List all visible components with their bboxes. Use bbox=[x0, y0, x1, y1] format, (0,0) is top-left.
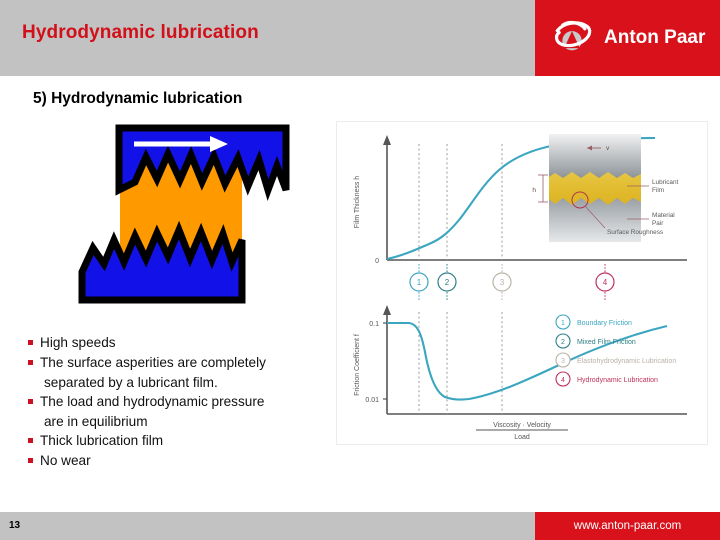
lower-surface-body bbox=[78, 220, 246, 304]
list-item: The load and hydrodynamic pressure are i… bbox=[28, 392, 333, 431]
y-axis-arrow-icon bbox=[383, 305, 391, 315]
inset-callout-lubricant-film: Lubricant bbox=[652, 179, 679, 186]
list-item-label: High speeds bbox=[40, 335, 116, 350]
inset-callout-material-pair: Material bbox=[652, 212, 675, 219]
page-number: 13 bbox=[9, 520, 21, 531]
svg-text:2: 2 bbox=[445, 278, 450, 287]
legend-item-3[interactable]: 3 Elastohydrodynamic Lubrication bbox=[555, 352, 676, 368]
list-item: High speeds bbox=[28, 333, 333, 352]
anton-paar-orbit-logo-icon bbox=[554, 20, 592, 51]
legend-label-2: Mixed Film Friction bbox=[577, 339, 636, 346]
legend-label-3: Elastohydrodynamic Lubrication bbox=[577, 358, 676, 365]
surface-roughness-highlight bbox=[571, 191, 589, 209]
list-item: The surface asperities are completely se… bbox=[28, 353, 333, 392]
lubricant-film-inset-illustration: h v Lubricant Film Material Pair Surface… bbox=[532, 134, 679, 242]
film-height-label: h bbox=[532, 187, 536, 194]
friction-xlabel-denominator: Load bbox=[514, 434, 530, 441]
hydrodynamic-lubrication-surface-diagram bbox=[78, 124, 290, 304]
svg-text:3: 3 bbox=[561, 358, 565, 365]
svg-text:Film: Film bbox=[652, 187, 664, 194]
regime-legend: 1 Boundary Friction 2 Mixed Film Frictio… bbox=[555, 314, 676, 387]
svg-text:1: 1 bbox=[417, 278, 422, 287]
stribeck-figure-panel: Film Thickness h 0 1 2 3 bbox=[337, 122, 707, 444]
legend-label-1: Boundary Friction bbox=[577, 320, 632, 327]
list-item-continuation: separated by a lubricant film. bbox=[44, 375, 218, 390]
bullet-square-icon bbox=[28, 340, 33, 345]
friction-ylabel: Friction Coefficient f bbox=[354, 334, 361, 396]
bullet-square-icon bbox=[28, 360, 33, 365]
film-thickness-origin-label: 0 bbox=[375, 258, 379, 265]
svg-text:2: 2 bbox=[561, 339, 565, 346]
brand-logo: Anton Paar bbox=[535, 0, 720, 76]
svg-text:3: 3 bbox=[500, 278, 505, 287]
footer-url: www.anton-paar.com bbox=[573, 520, 682, 532]
legend-item-2[interactable]: 2 Mixed Film Friction bbox=[555, 333, 636, 349]
svg-text:1: 1 bbox=[561, 320, 565, 327]
friction-ytick-high: 0.1 bbox=[369, 321, 379, 328]
svg-text:Pair: Pair bbox=[652, 220, 664, 227]
list-item: No wear bbox=[28, 451, 333, 470]
bullet-square-icon bbox=[28, 458, 33, 463]
section-subtitle: 5) Hydrodynamic lubrication bbox=[33, 90, 243, 107]
y-axis-arrow-icon bbox=[383, 135, 391, 145]
footer-url-block[interactable]: www.anton-paar.com bbox=[535, 512, 720, 540]
friction-ytick-low: 0.01 bbox=[365, 397, 379, 404]
motion-arrow-icon bbox=[134, 136, 228, 152]
slide-header: Hydrodynamic lubrication Anton Paar bbox=[0, 0, 720, 76]
regime-marker-row: 1 2 3 4 bbox=[409, 264, 615, 300]
regime-marker-4[interactable]: 4 bbox=[595, 264, 615, 300]
friction-curve bbox=[387, 321, 668, 401]
list-item-label: Thick lubrication film bbox=[40, 433, 164, 448]
bullet-square-icon bbox=[28, 438, 33, 443]
brand-logo-text: Anton Paar bbox=[604, 27, 706, 48]
list-item: Thick lubrication film bbox=[28, 431, 333, 450]
velocity-label: v bbox=[606, 145, 610, 152]
legend-item-1[interactable]: 1 Boundary Friction bbox=[555, 314, 632, 330]
key-points-list: High speeds The surface asperities are c… bbox=[28, 333, 333, 471]
inset-callout-surface-roughness: Surface Roughness bbox=[607, 229, 663, 236]
bullet-square-icon bbox=[28, 399, 33, 404]
list-item-label: The surface asperities are completely bbox=[40, 355, 266, 370]
list-item-continuation: are in equilibrium bbox=[44, 414, 148, 429]
friction-xlabel: Viscosity · Velocity Load bbox=[476, 422, 568, 441]
page-title: Hydrodynamic lubrication bbox=[22, 22, 259, 43]
regime-marker-1[interactable]: 1 bbox=[409, 264, 429, 300]
film-thickness-ylabel: Film Thickness h bbox=[354, 176, 361, 228]
list-item-label: The load and hydrodynamic pressure bbox=[40, 394, 265, 409]
list-item-label: No wear bbox=[40, 453, 91, 468]
svg-text:4: 4 bbox=[603, 278, 608, 287]
slide-footer: 13 www.anton-paar.com bbox=[0, 512, 720, 540]
svg-text:4: 4 bbox=[561, 377, 565, 384]
legend-label-4: Hydrodynamic Lubrication bbox=[577, 377, 658, 384]
regime-marker-3[interactable]: 3 bbox=[492, 264, 512, 300]
legend-item-4[interactable]: 4 Hydrodynamic Lubrication bbox=[555, 371, 658, 387]
friction-coefficient-chart: 0.1 0.01 Friction Coefficient f Viscosit… bbox=[354, 305, 687, 441]
regime-marker-2[interactable]: 2 bbox=[437, 264, 457, 300]
friction-xlabel-numerator: Viscosity · Velocity bbox=[493, 422, 551, 429]
